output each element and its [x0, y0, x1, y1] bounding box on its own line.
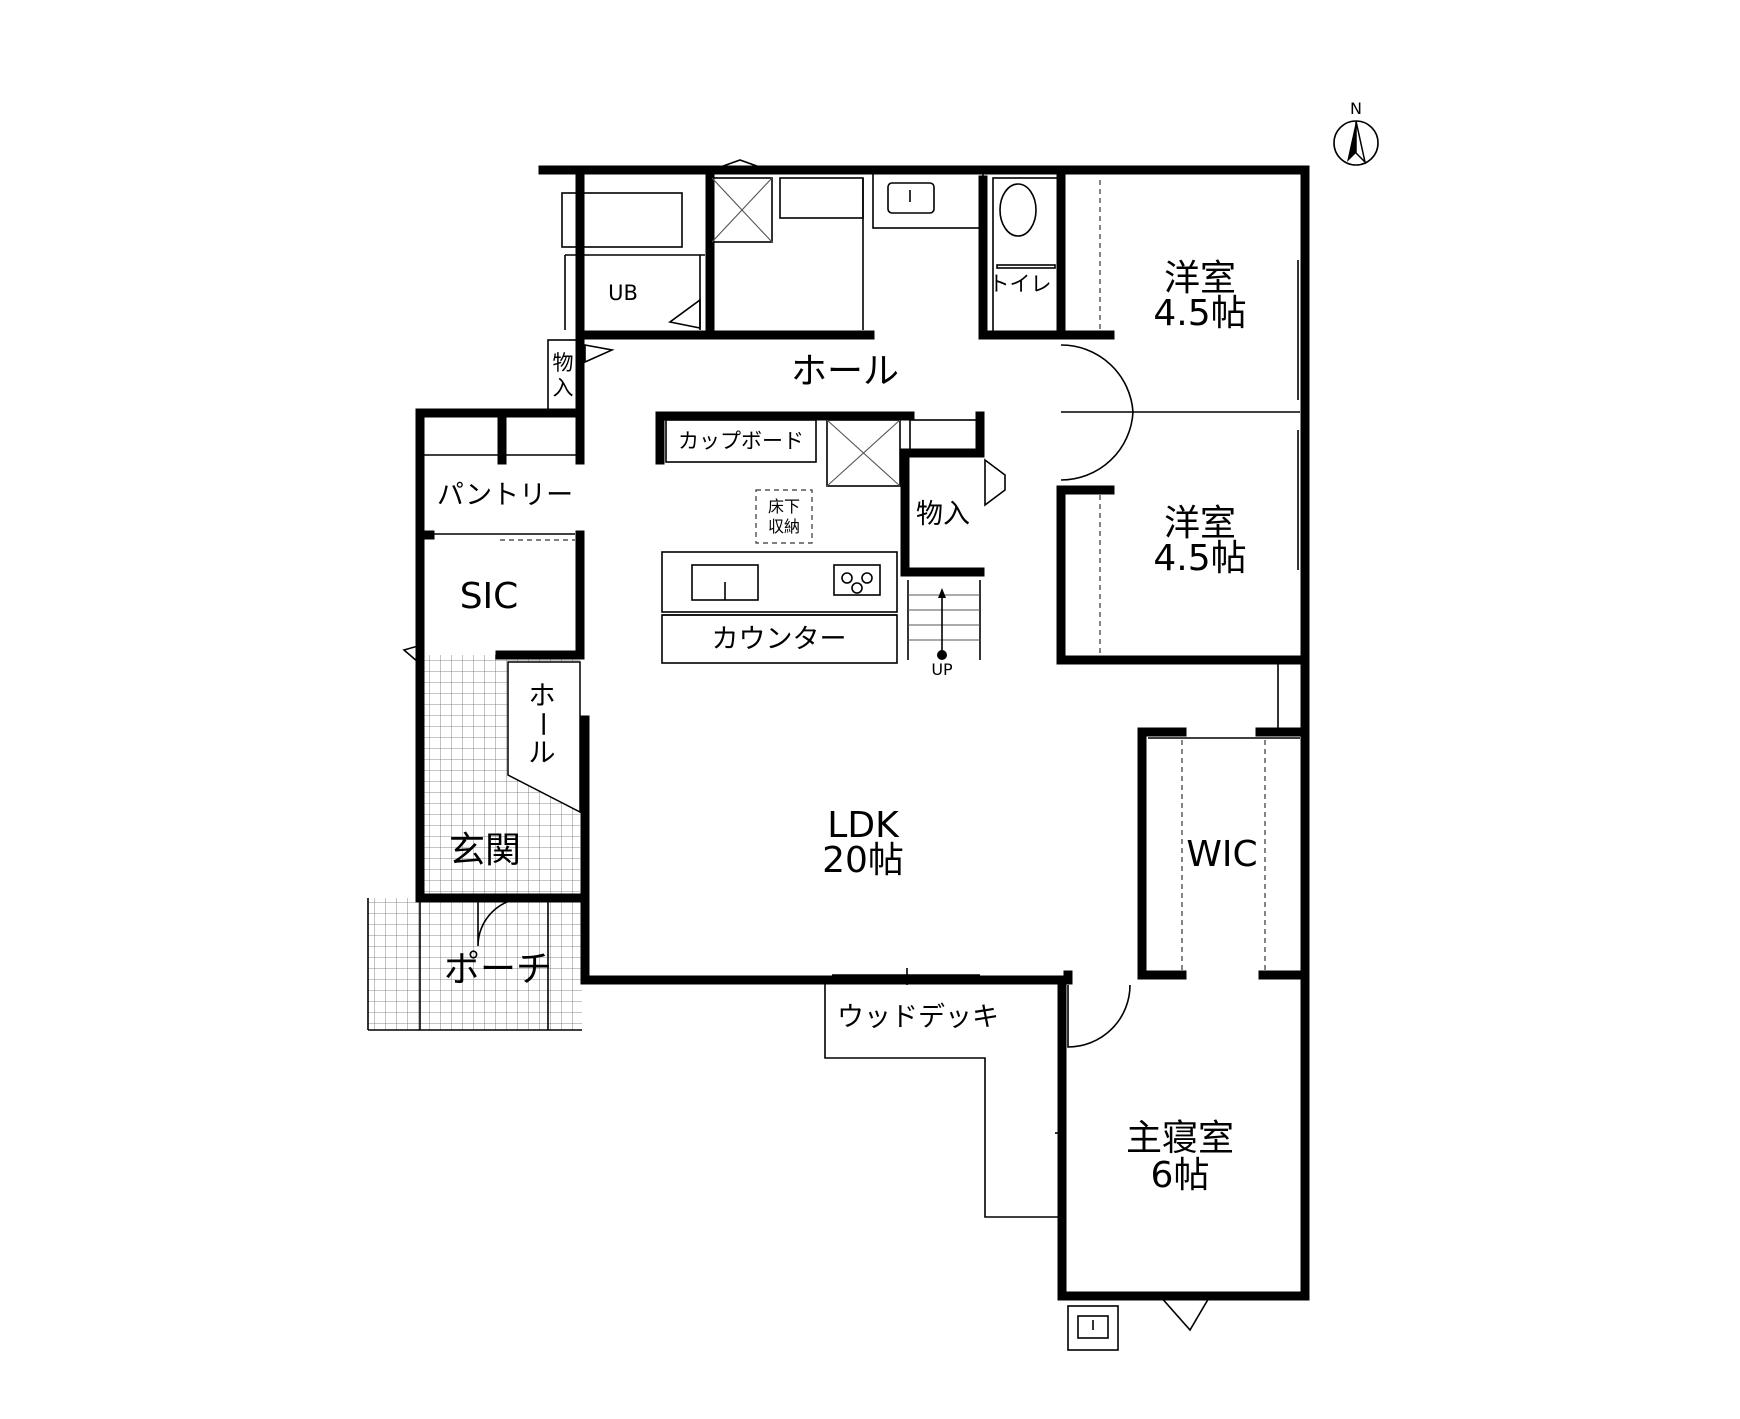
storage-label: 物入 — [916, 499, 970, 530]
deck-label: ウッドデッキ — [837, 1002, 999, 1033]
underfloor-label-1: 床下 — [768, 497, 800, 516]
counter-label: カウンター — [712, 624, 847, 655]
bedroom-ne-size: 4.5帖 — [1153, 293, 1246, 334]
hall-vertical-2: ー — [526, 711, 557, 738]
ldk-size: 20帖 — [822, 840, 904, 881]
entrance-label: 玄関 — [449, 830, 521, 871]
compass-icon: N — [1333, 99, 1379, 166]
storage-small-label-2: 入 — [553, 376, 574, 400]
porch-tile — [368, 898, 582, 1030]
master-bedroom-size: 6帖 — [1151, 1155, 1210, 1196]
bedroom-e-name: 洋室 — [1164, 503, 1236, 544]
underfloor-label-2: 収納 — [768, 517, 800, 536]
hall-top-label: ホール — [791, 351, 899, 392]
entrance-step — [507, 661, 581, 814]
ub-label: UB — [608, 281, 638, 305]
ldk-name: LDK — [827, 805, 900, 846]
hall-vertical-3: ル — [529, 738, 556, 769]
sic-label: SIC — [460, 576, 519, 617]
storage-small-label-1: 物 — [553, 351, 574, 375]
master-bedroom-name: 主寝室 — [1126, 1118, 1234, 1159]
porch-label: ポーチ — [444, 949, 552, 990]
pantry-label: パントリー — [437, 480, 573, 511]
compass-north-label: N — [1350, 99, 1362, 118]
wic-label: WIC — [1186, 834, 1257, 875]
bedroom-e-size: 4.5帖 — [1153, 538, 1246, 579]
toilet-label: トイレ — [989, 272, 1052, 296]
cupboard-label: カップボード — [678, 429, 804, 453]
hall-vertical-1: ホ — [529, 681, 556, 712]
fixtures — [367, 159, 1300, 1351]
stairs-up-label: UP — [931, 660, 953, 679]
bedroom-ne-name: 洋室 — [1164, 258, 1236, 299]
